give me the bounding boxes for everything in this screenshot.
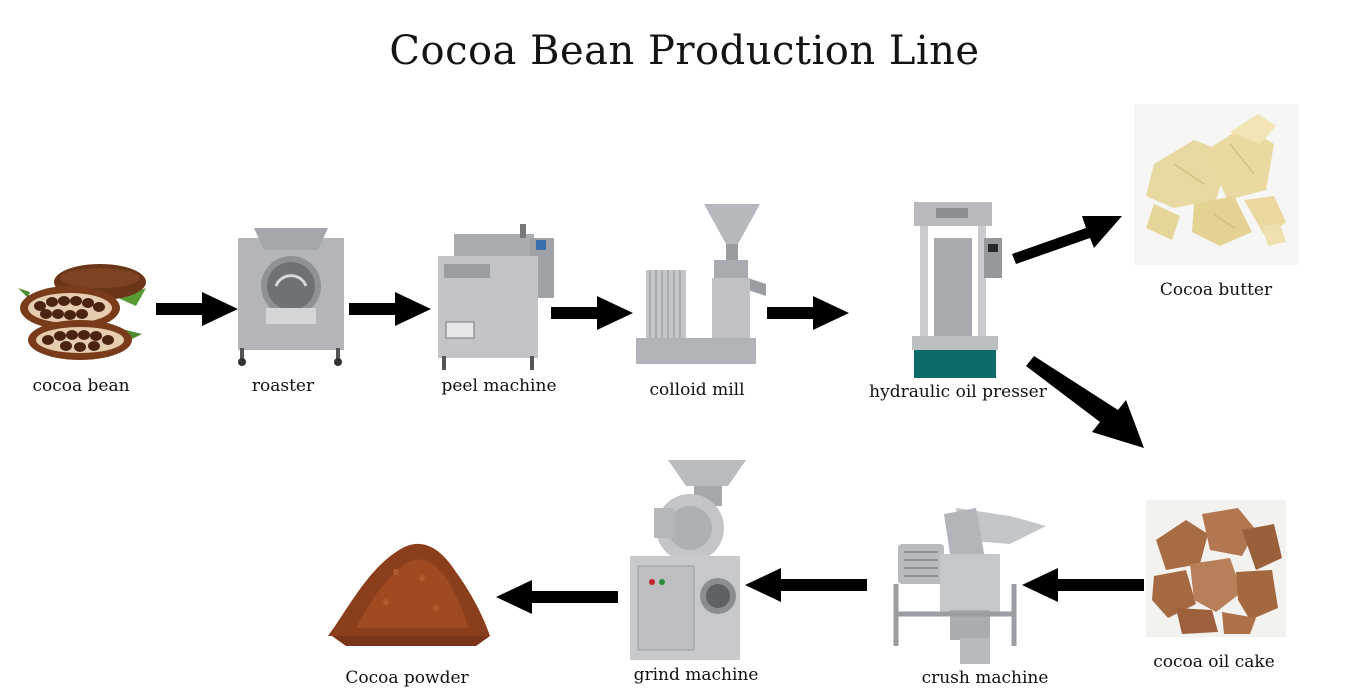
arrow-icon <box>156 292 238 326</box>
cocoa-bean-label: cocoa bean <box>32 376 130 396</box>
arrow-icon <box>349 292 431 326</box>
roaster-image <box>238 228 344 366</box>
cocoa-bean-image <box>18 264 146 360</box>
crush-machine-image <box>893 508 1046 664</box>
diagram-title: Cocoa Bean Production Line <box>389 28 980 74</box>
colloid-mill-label: colloid mill <box>649 380 745 400</box>
cocoa-powder-image <box>328 543 490 646</box>
arrow-icon <box>496 580 618 614</box>
arrow-icon <box>1012 216 1122 264</box>
cocoa-oil-cake-image <box>1146 500 1286 637</box>
arrow-icon <box>1022 568 1144 602</box>
cocoa-oil-cake-label: cocoa oil cake <box>1153 652 1275 672</box>
arrow-icon <box>745 568 867 602</box>
arrow-icon <box>551 296 633 330</box>
arrow-icon <box>1026 356 1144 448</box>
hydraulic-oil-presser-image <box>912 202 1002 378</box>
cocoa-butter-label: Cocoa butter <box>1159 280 1273 300</box>
colloid-mill-image <box>636 204 766 364</box>
roaster-label: roaster <box>251 376 315 396</box>
arrow-icon <box>767 296 849 330</box>
cocoa-powder-label: Cocoa powder <box>345 668 469 688</box>
peel-machine-label: peel machine <box>441 376 557 396</box>
crush-machine-label: crush machine <box>921 668 1049 688</box>
grind-machine-image <box>630 460 746 660</box>
cocoa-butter-image <box>1134 104 1299 265</box>
grind-machine-label: grind machine <box>633 665 759 685</box>
peel-machine-image <box>438 224 554 370</box>
hydraulic-oil-presser-label: hydraulic oil presser <box>869 382 1047 402</box>
